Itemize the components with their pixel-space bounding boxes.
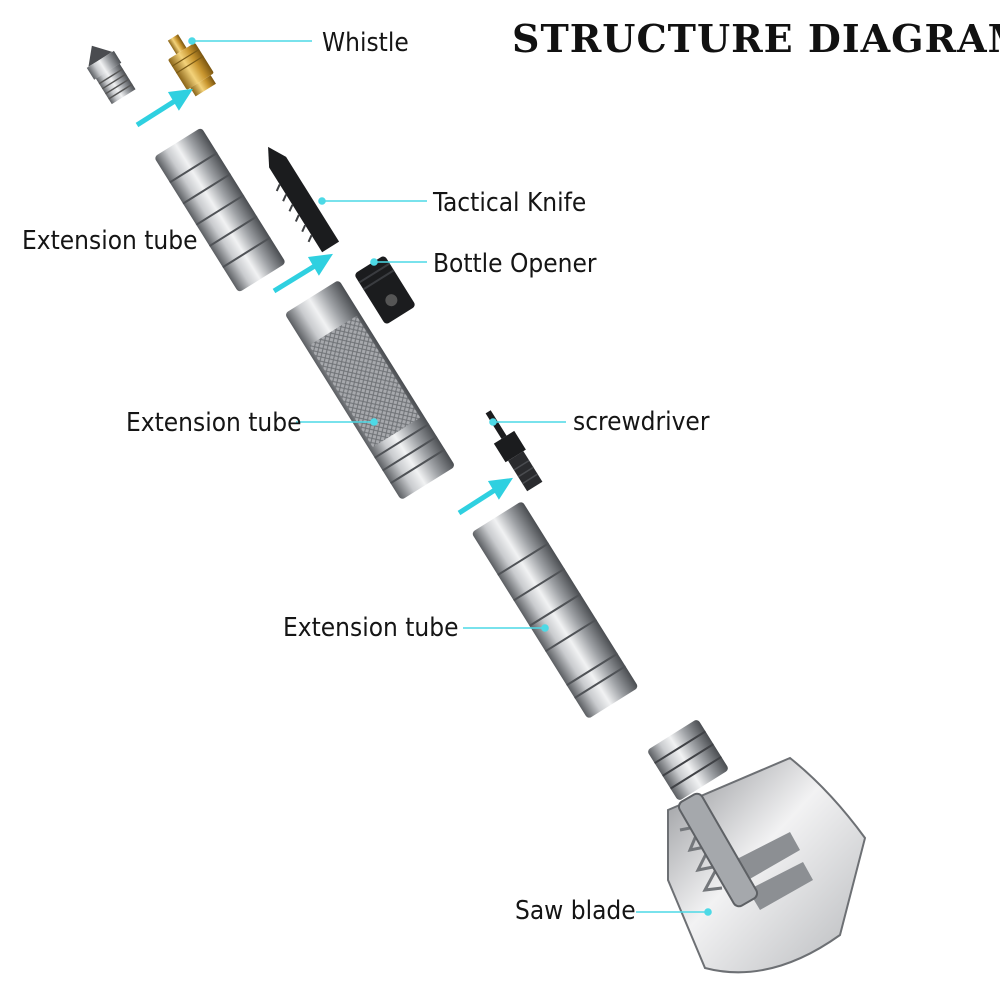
label-extension-tube-1: Extension tube — [22, 226, 198, 256]
extension-tube-3 — [472, 502, 638, 718]
label-tactical-knife: Tactical Knife — [433, 188, 587, 218]
extension-tube-1 — [155, 128, 285, 292]
whistle-icon — [167, 34, 216, 97]
extension-tube-2 — [286, 281, 454, 499]
assembly-arrow-icon — [135, 88, 513, 516]
label-extension-tube-2: Extension tube — [126, 408, 302, 438]
label-bottle-opener: Bottle Opener — [433, 249, 597, 279]
label-screwdriver: screwdriver — [573, 407, 710, 437]
shovel-blade-icon — [648, 720, 867, 974]
screwdriver-icon — [485, 410, 543, 492]
page-title: STRUCTURE DIAGRAM — [512, 16, 1000, 61]
label-extension-tube-3: Extension tube — [283, 613, 459, 643]
label-saw-blade: Saw blade — [515, 896, 636, 926]
bottle-opener-icon — [355, 256, 415, 324]
cap-icon — [86, 45, 136, 105]
label-whistle: Whistle — [322, 28, 409, 58]
knife-icon — [268, 146, 340, 253]
